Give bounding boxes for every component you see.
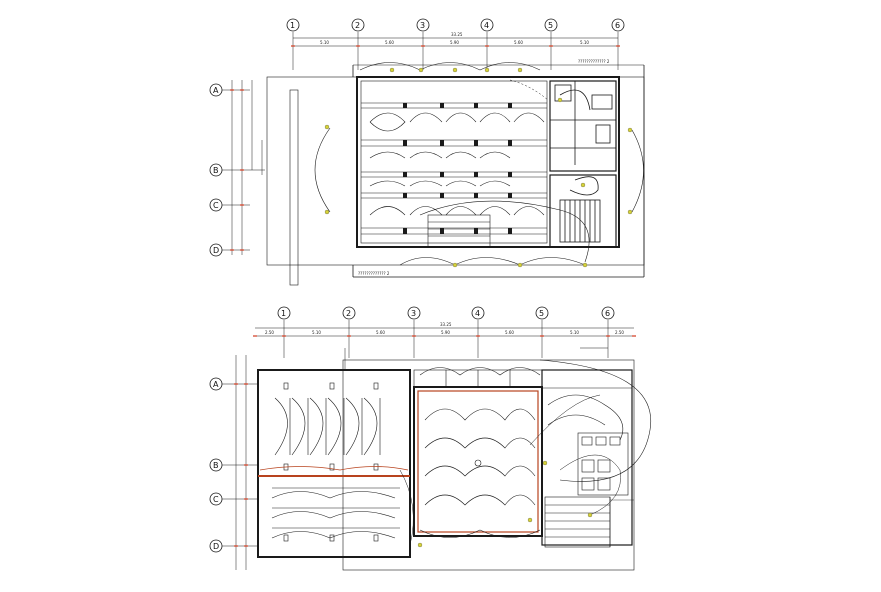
top-col-label-5: 5 [548, 21, 553, 30]
bottom-overall-dimension: 33.25 [440, 322, 452, 327]
bottom-light-fixtures [417, 460, 593, 548]
top-service-rooms [549, 80, 617, 248]
bottom-span-dim-1: 2.50 [265, 330, 274, 335]
bottom-dimension-lines [253, 327, 636, 370]
bottom-col-label-3: 3 [411, 309, 416, 318]
top-col-label-4: 4 [484, 21, 489, 30]
top-span-dim-3: 5.90 [450, 40, 459, 45]
bottom-left-wing [257, 369, 411, 558]
grid-label-text: 1 2 3 4 5 6 A B C D 1 2 3 4 5 6 A B C D … [213, 21, 624, 551]
bottom-span-dim-6: 5.10 [570, 330, 579, 335]
bottom-col-label-6: 6 [605, 309, 610, 318]
bottom-row-grid [209, 355, 258, 570]
bottom-span-dim-3: 5.60 [376, 330, 385, 335]
bottom-title-strip: ????????????? 2 [358, 271, 390, 276]
top-span-dim-2: 5.60 [385, 40, 394, 45]
top-floor-plan [209, 18, 645, 286]
top-light-fixtures [324, 67, 633, 268]
top-title-strip: ????????????? 2 [578, 59, 610, 64]
top-row-label-a: A [213, 86, 219, 95]
top-col-label-6: 6 [615, 21, 620, 30]
bottom-span-dim-2: 5.10 [312, 330, 321, 335]
bottom-col-label-2: 2 [346, 309, 351, 318]
top-lighting-circuits [314, 62, 644, 266]
top-col-label-3: 3 [420, 21, 425, 30]
top-span-dim-5: 5.10 [580, 40, 589, 45]
bottom-right-wing [541, 369, 633, 546]
top-dimension-lines [291, 37, 620, 47]
bottom-hall-circuits [419, 367, 541, 538]
bottom-column-grid [277, 306, 615, 358]
bottom-row-label-a: A [213, 380, 219, 389]
bottom-floor-plan [209, 306, 652, 571]
bottom-col-label-4: 4 [475, 309, 480, 318]
bottom-row-label-c: C [213, 495, 219, 504]
top-col-label-1: 1 [290, 21, 295, 30]
top-row-label-c: C [213, 201, 219, 210]
bottom-site-boundary [342, 359, 635, 571]
top-row-label-d: D [213, 246, 219, 255]
bottom-col-label-5: 5 [539, 309, 544, 318]
top-overall-dimension: 33.25 [451, 32, 463, 37]
bottom-row-label-d: D [213, 542, 219, 551]
bottom-span-dim-7: 2.50 [615, 330, 624, 335]
bottom-span-dim-5: 5.60 [505, 330, 514, 335]
top-row-label-b: B [213, 166, 219, 175]
top-span-dim-1: 5.10 [320, 40, 329, 45]
top-column-grid [286, 18, 625, 70]
bottom-col-label-1: 1 [281, 309, 286, 318]
top-col-label-2: 2 [355, 21, 360, 30]
top-row-grid [209, 80, 265, 257]
bottom-span-dim-4: 5.90 [441, 330, 450, 335]
top-span-dim-4: 5.60 [514, 40, 523, 45]
bottom-row-label-b: B [213, 461, 219, 470]
